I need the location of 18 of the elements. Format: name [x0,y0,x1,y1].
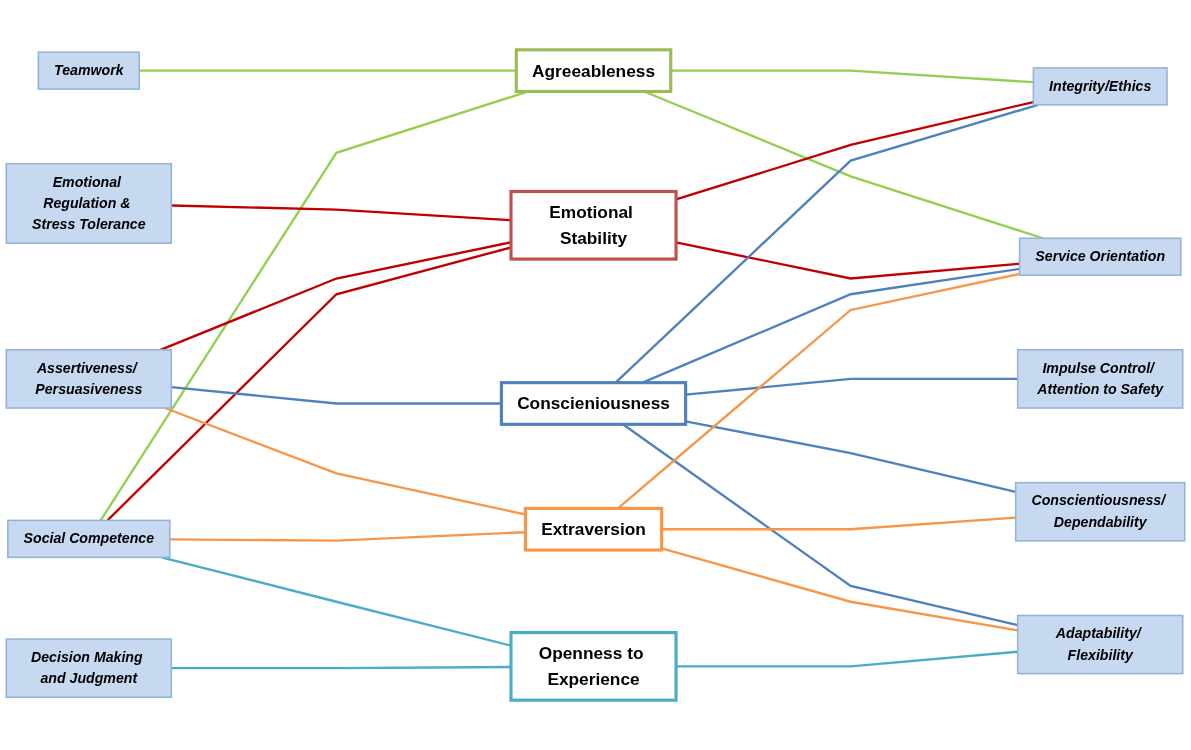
node-box: Assertiveness/ Persuasiveness [5,349,173,409]
node-box: Conscientiousness/ Dependability [1014,481,1186,542]
node-box: Openness to Experience [509,631,678,702]
node-box: Extraversion [523,506,664,552]
node-box: Integrity/Ethics [1032,67,1168,106]
connector [661,547,1018,632]
node-box: Decision Making and Judgment [5,638,173,698]
node-box: Agreeableness [514,48,673,94]
node-box: Adaptability/ Flexibility [1016,614,1184,675]
node-box: Emotional Regulation & Stress Tolerance [5,163,173,244]
node-box: Impulse Control/ Attention to Safety [1016,349,1184,409]
node-box: Emotional Stability [509,189,678,261]
connector [685,420,1016,494]
node-box: Conscieniousness [499,381,688,426]
node-box: Service Orientation [1018,237,1182,276]
node-box: Social Competence [7,519,171,559]
node-box: Teamwork [37,51,141,90]
connector [171,665,511,670]
